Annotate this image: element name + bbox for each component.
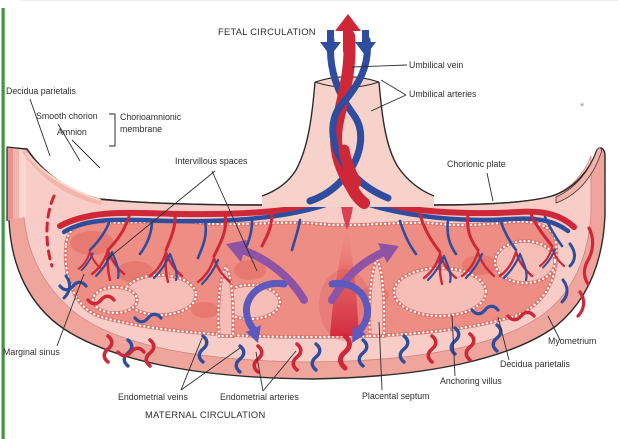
- label-umbilical-vein: Umbilical vein: [409, 60, 464, 70]
- label-placental-septum: Placental septum: [362, 391, 430, 401]
- villous-trees: [77, 246, 566, 286]
- placental-septa: [216, 257, 386, 338]
- fetal-flow-arrows: [320, 14, 376, 56]
- label-decidua-parietalis-top: Decidua parietalis: [6, 86, 76, 96]
- title-maternal-circulation: MATERNAL CIRCULATION: [145, 409, 266, 420]
- label-myometrium: Myometrium: [548, 336, 597, 346]
- chorionic-plate-vessels: [57, 195, 577, 260]
- label-anchoring-villus: Anchoring villus: [440, 376, 502, 386]
- asterisk-mark: *: [580, 101, 585, 113]
- endometrial-vessels: [45, 194, 595, 374]
- title-fetal-circulation: FETAL CIRCULATION: [218, 26, 316, 37]
- umbilical-artery-left: [306, 36, 365, 205]
- label-intervillous-spaces: Intervillous spaces: [175, 156, 248, 166]
- umbilical-cord: [261, 30, 435, 209]
- umbilical-artery-right: [329, 36, 392, 202]
- up-arrow-icon: [335, 14, 361, 52]
- label-endometrial-arteries: Endometrial arteries: [220, 392, 299, 402]
- bracket: [109, 113, 116, 147]
- label-umbilical-arteries: Umbilical arteries: [409, 89, 477, 99]
- membrane-strip: [6, 146, 101, 221]
- label-chorioamnionic-line2: membrane: [120, 123, 163, 134]
- label-smooth-chorion: Smooth chorion: [36, 111, 98, 121]
- label-endometrial-veins: Endometrial veins: [118, 392, 188, 402]
- label-decidua-parietalis-bottom: Decidua parietalis: [500, 359, 570, 369]
- label-marginal-sinus: Marginal sinus: [3, 347, 60, 357]
- label-amnion: Amnion: [57, 127, 87, 137]
- circulation-flow-arrows: [226, 240, 399, 343]
- down-arrow-right-icon: [355, 30, 376, 56]
- leader-lines: [29, 64, 561, 392]
- label-chorioamnionic-membrane: Chorioamnionic membrane: [120, 112, 181, 135]
- down-arrow-left-icon: [320, 30, 341, 56]
- green-left-border: [1, 8, 5, 439]
- label-chorioamnionic-line1: Chorioamnionic: [120, 112, 182, 122]
- label-chorionic-plate: Chorionic plate: [447, 159, 506, 169]
